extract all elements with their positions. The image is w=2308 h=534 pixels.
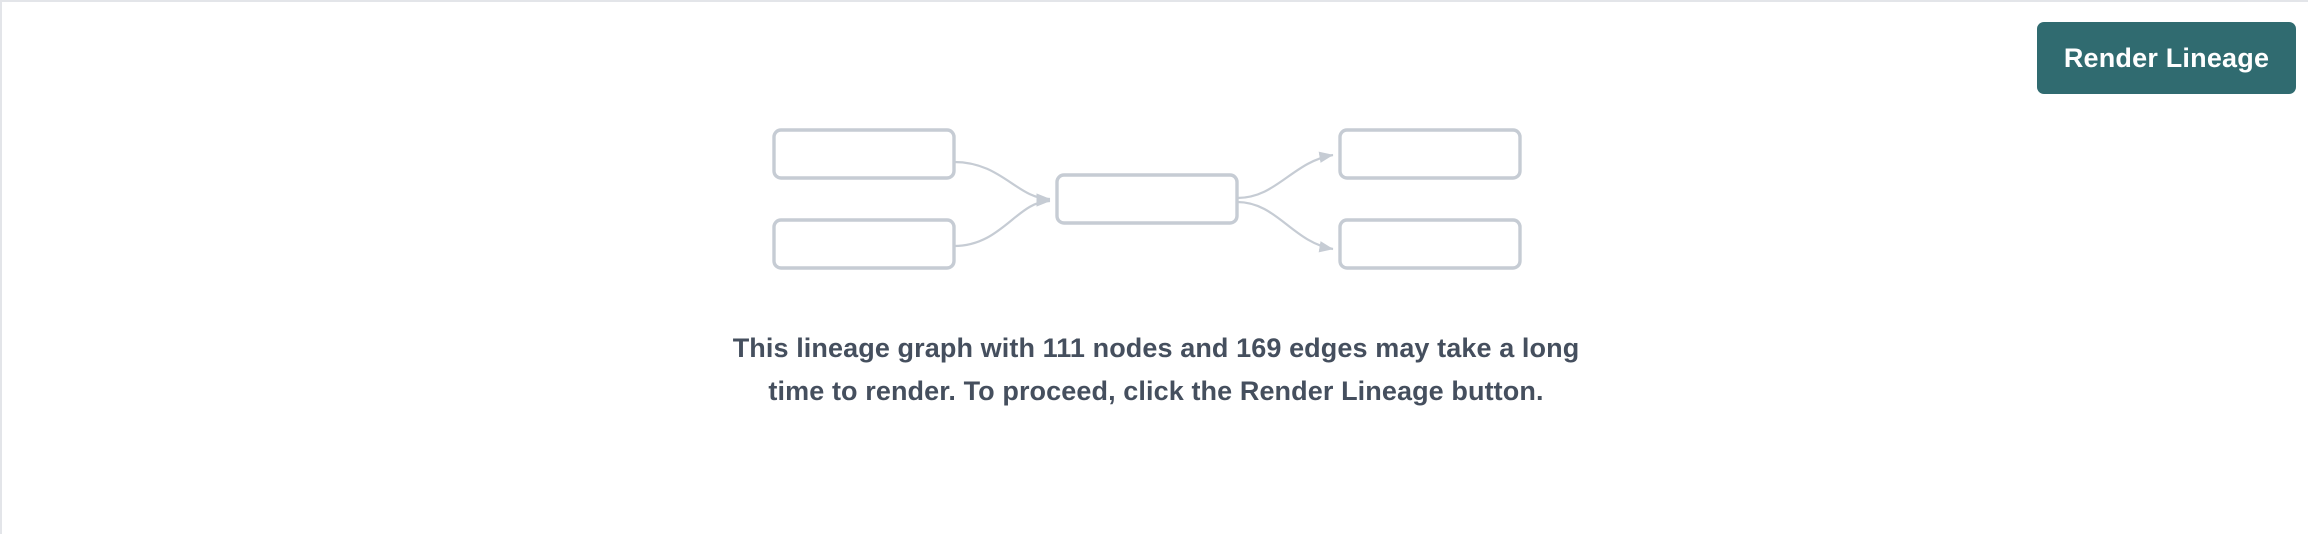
lineage-node-left-top — [772, 128, 956, 180]
render-lineage-button[interactable]: Render Lineage — [2037, 22, 2296, 94]
edge-left-bottom-to-center — [953, 195, 1051, 248]
lineage-nodes — [772, 128, 1522, 270]
edge-left-top-to-center — [953, 160, 1051, 205]
lineage-graph-svg — [772, 128, 1522, 270]
lineage-node-right-bottom — [1338, 218, 1522, 270]
lineage-node-right-top — [1338, 128, 1522, 180]
lineage-warning-message: This lineage graph with 111 nodes and 16… — [732, 333, 1580, 406]
edge-center-to-right-bottom — [1236, 200, 1334, 253]
lineage-edges — [953, 151, 1334, 253]
lineage-node-center — [1055, 173, 1239, 225]
lineage-node-left-bottom — [772, 218, 956, 270]
edge-center-to-right-top — [1236, 151, 1334, 200]
